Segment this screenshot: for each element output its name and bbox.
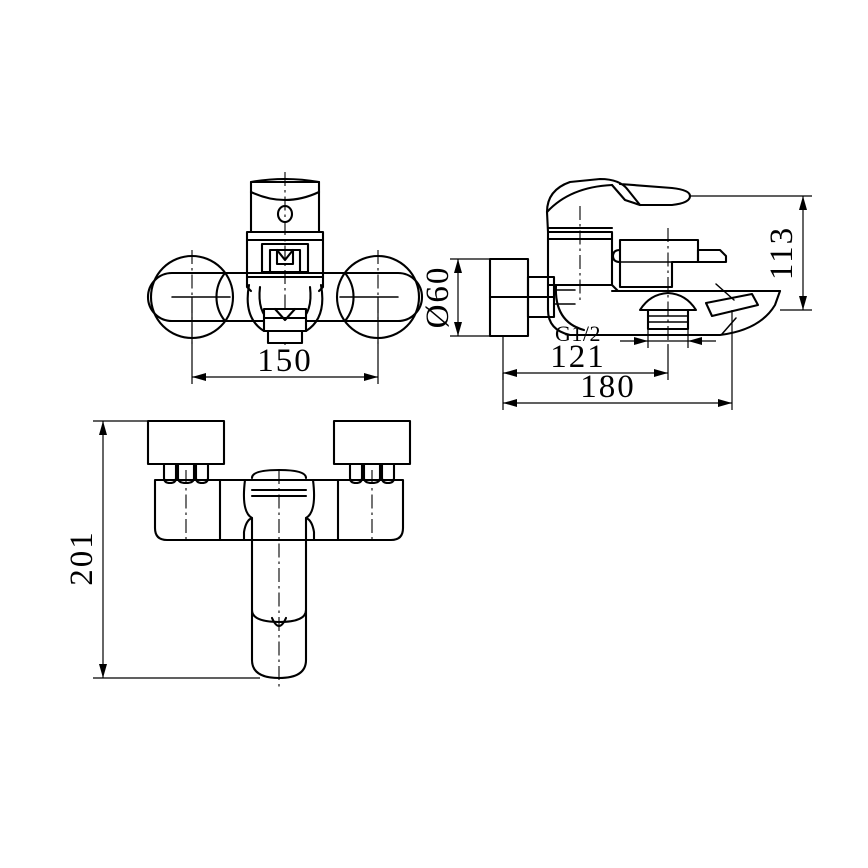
dimension-diameter-60: Ø60	[420, 258, 490, 337]
dim60-text: Ø60	[420, 266, 456, 329]
dim113-arrow-top	[799, 196, 807, 210]
left-wall-flange-front	[146, 419, 226, 466]
lever-handle-nose	[610, 183, 642, 207]
spout-right-fillet	[304, 516, 316, 542]
spout-tip-side	[704, 292, 760, 318]
dim60-arrow-top	[454, 259, 462, 273]
union-nut-side	[526, 275, 556, 319]
dim150-text: 150	[257, 343, 313, 379]
cartridge-detail-outer	[260, 242, 310, 274]
dim150-arrow-right	[364, 373, 378, 381]
dimg12-arrow-right	[688, 337, 702, 345]
dim201-text: 201	[64, 530, 100, 586]
dim121-text: 121	[550, 339, 606, 375]
dim180-arrow-right	[718, 399, 732, 407]
dim201-arrow-top	[99, 421, 107, 435]
lever-cap-top-curve	[249, 177, 321, 184]
dim121-arrow-right	[654, 369, 668, 377]
dim60-arrow-bottom	[454, 322, 462, 336]
wall-flange-side	[488, 257, 530, 338]
dimg12-text: G1/2	[555, 321, 601, 346]
diverter-knob-left-cap	[611, 248, 622, 264]
view-side-elevation: Ø60 113 G1/2 121	[420, 177, 812, 410]
dim121-arrow-left	[503, 369, 517, 377]
lever-handle-inner-curve	[545, 183, 614, 214]
spout-tip-leader2	[721, 317, 737, 335]
diverter-lever-side	[696, 248, 728, 264]
outlet-nut-plan	[266, 329, 304, 345]
diverter-vee	[273, 307, 297, 322]
view-front-elevation: 201	[64, 419, 412, 690]
dimension-201: 201	[64, 420, 260, 679]
diverter-knob-side	[618, 238, 700, 289]
right-union-arc	[343, 271, 355, 323]
mixer-body-front	[153, 478, 405, 542]
dim180-text: 180	[580, 369, 636, 405]
dim113-arrow-bottom	[799, 296, 807, 310]
cartridge-detail-inner	[275, 248, 295, 266]
cartridge-detail-vee	[275, 248, 295, 262]
lever-cap-plan	[249, 180, 321, 234]
spout-left-fillet	[242, 516, 254, 542]
body-shoulder-left	[245, 275, 253, 293]
dim150-arrow-left	[192, 373, 206, 381]
lever-handle-side	[545, 177, 692, 234]
body-shoulder-right	[317, 275, 325, 293]
lever-cap-curve	[249, 190, 321, 201]
dim180-arrow-left	[503, 399, 517, 407]
spout-tip-leader	[715, 283, 735, 301]
outlet-boss-side	[638, 291, 698, 312]
dim201-arrow-bottom	[99, 664, 107, 678]
view-top-plan: 150	[147, 172, 423, 384]
dimension-g-half: G1/2	[555, 321, 716, 348]
dimension-121: 121	[502, 336, 669, 380]
dimension-150: 150	[191, 297, 379, 384]
spout-body-side	[546, 283, 782, 337]
mixer-body-plan	[147, 271, 423, 323]
right-wall-flange-front	[332, 419, 412, 466]
left-union-arc	[215, 271, 227, 323]
lever-pivot-hole	[276, 204, 294, 224]
spout-body-inner-curve	[554, 283, 586, 332]
dimension-113: 113	[690, 195, 812, 311]
dim113-text: 113	[764, 226, 800, 280]
dimension-180: 180	[502, 310, 733, 410]
dimg12-arrow-left	[634, 337, 648, 345]
